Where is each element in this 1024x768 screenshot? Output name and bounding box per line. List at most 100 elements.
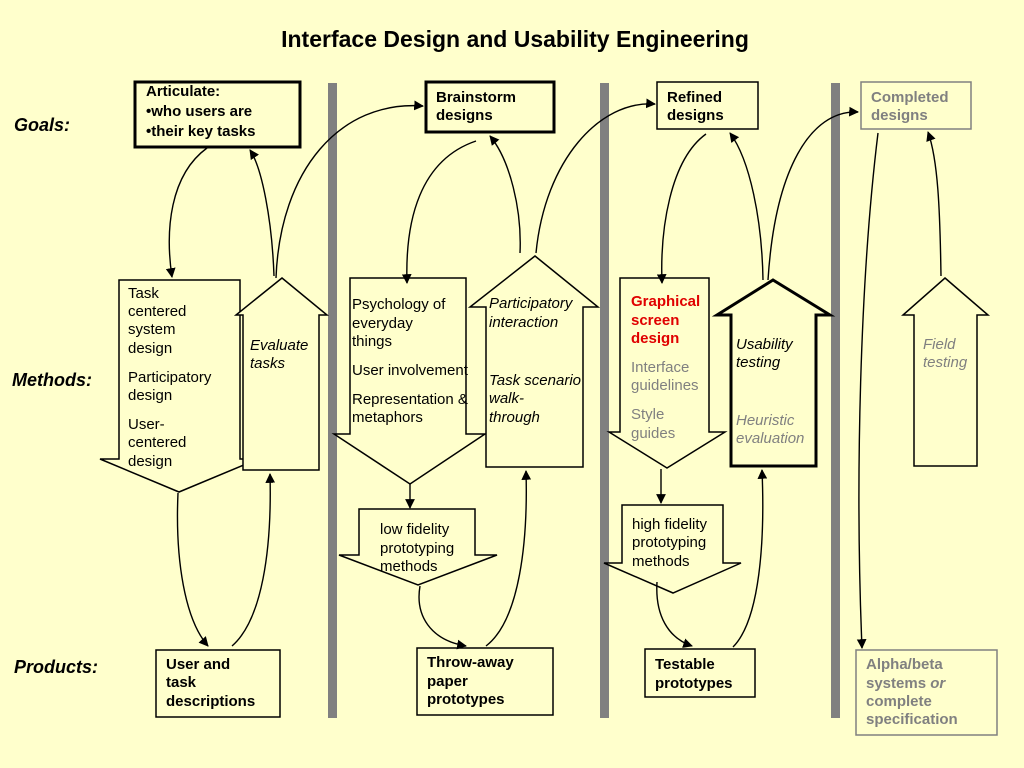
product-alpha-or: or <box>930 675 946 692</box>
connector-usability-to-completed <box>767 106 859 281</box>
method-low-fidelity-line-2: prototyping <box>380 540 454 557</box>
connector-evaluate-to-brainstorm <box>275 100 424 279</box>
method-task-centered-line-2: centered <box>128 303 186 320</box>
method-high-fidelity-arrow: high fidelity prototyping methods <box>603 504 742 594</box>
product-throwaway-line-1: Throw-away <box>427 654 514 671</box>
method-graphical-line-7: guides <box>631 425 675 442</box>
product-alpha-systems: systems <box>866 675 926 692</box>
connector-participatory-to-refined <box>535 98 656 254</box>
method-task-centered-line-8: centered <box>128 434 186 451</box>
product-user-task-line-2: task <box>166 674 197 691</box>
product-testable-box: Testable prototypes <box>644 648 756 698</box>
method-participatory-interaction-arrow: Participatory interaction Task scenario … <box>467 255 601 468</box>
method-low-fidelity-line-1: low fidelity <box>380 521 450 538</box>
method-participatory-line-3: Task scenario <box>489 372 581 389</box>
method-graphical-line-6: Style <box>631 406 664 423</box>
goal-completed-line-2: designs <box>871 107 928 124</box>
method-task-centered-arrow: Task centered system design Participator… <box>99 279 259 493</box>
row-label-methods: Methods: <box>12 370 92 390</box>
method-graphical-line-3: design <box>631 330 679 347</box>
method-evaluate-line-1: Evaluate <box>250 337 308 354</box>
goal-refined-box: Refined designs <box>656 81 759 130</box>
connector-completed-to-alpha <box>856 132 879 649</box>
product-user-task-line-1: User and <box>166 656 230 673</box>
method-psychology-arrow: Psychology of everyday things User invol… <box>331 277 488 485</box>
connector-testable-to-usability <box>732 469 768 648</box>
connector-usability-to-refined <box>729 132 764 281</box>
product-testable-line-2: prototypes <box>655 675 733 692</box>
method-usability-line-3: Heuristic <box>736 412 795 429</box>
method-participatory-line-2: interaction <box>489 314 558 331</box>
connector-throwaway-to-participatory <box>485 470 532 647</box>
goal-refined-line-1: Refined <box>667 89 722 106</box>
goal-refined-line-2: designs <box>667 107 724 124</box>
method-psychology-line-3: things <box>352 333 392 350</box>
method-field-testing-arrow: Field testing <box>901 277 991 467</box>
row-label-goals: Goals: <box>14 115 70 135</box>
row-label-products: Products: <box>14 657 98 677</box>
method-usability-line-4: evaluation <box>736 430 804 447</box>
method-field-line-1: Field <box>923 336 956 353</box>
method-task-centered-line-6: design <box>128 387 172 404</box>
diagram-title: Interface Design and Usability Engineeri… <box>281 26 749 52</box>
method-participatory-line-4: walk- <box>489 390 524 407</box>
method-high-fidelity-line-3: methods <box>632 553 690 570</box>
method-low-fidelity-arrow: low fidelity prototyping methods <box>338 508 498 586</box>
product-user-task-line-3: descriptions <box>166 693 255 710</box>
method-participatory-line-5: through <box>489 409 540 426</box>
method-usability-testing-arrow: Usability testing Heuristic evaluation <box>711 278 836 468</box>
goal-brainstorm-box: Brainstorm designs <box>424 80 556 134</box>
connector-evaluate-to-articulate <box>249 149 275 277</box>
product-throwaway-line-2: paper <box>427 673 468 690</box>
goal-completed-line-1: Completed <box>871 89 949 106</box>
method-task-centered-line-4: design <box>128 340 172 357</box>
product-alpha-line-3: complete <box>866 693 932 710</box>
method-psychology-line-4: User involvement <box>352 362 469 379</box>
connector-task-centered-to-user-task <box>176 492 209 647</box>
goal-articulate-line-3: •their key tasks <box>146 123 255 140</box>
product-alpha-beta-box: Alpha/beta systems or complete specifica… <box>855 649 998 736</box>
method-usability-line-2: testing <box>736 354 781 371</box>
method-task-centered-line-3: system <box>128 321 176 338</box>
method-high-fidelity-line-2: prototyping <box>632 534 706 551</box>
product-alpha-line-4: specification <box>866 711 958 728</box>
method-task-centered-line-9: design <box>128 453 172 470</box>
method-low-fidelity-line-3: methods <box>380 558 438 575</box>
phase-separator-3 <box>831 83 840 718</box>
method-usability-line-1: Usability <box>736 336 794 353</box>
product-testable-line-1: Testable <box>655 656 715 673</box>
method-psychology-line-5: Representation & <box>352 391 468 408</box>
connector-brainstorm-to-psychology <box>401 140 477 284</box>
method-high-fidelity-line-1: high fidelity <box>632 516 708 533</box>
connector-user-task-to-evaluate <box>231 473 276 647</box>
goal-brainstorm-line-2: designs <box>436 107 493 124</box>
goal-articulate-line-1: Articulate: <box>146 83 220 100</box>
goal-brainstorm-line-1: Brainstorm <box>436 89 516 106</box>
method-psychology-line-2: everyday <box>352 315 413 332</box>
connector-field-to-completed <box>926 131 942 277</box>
method-task-centered-line-1: Task <box>128 285 159 302</box>
goal-articulate-box: Articulate: •who users are •their key ta… <box>133 80 302 149</box>
goal-completed-box: Completed designs <box>860 81 972 130</box>
method-graphical-screen-arrow: Graphical screen design Interface guidel… <box>606 277 728 469</box>
phase-separator-2 <box>600 83 609 718</box>
method-field-line-2: testing <box>923 354 968 371</box>
method-task-centered-line-7: User- <box>128 416 165 433</box>
product-alpha-line-1: Alpha/beta <box>866 656 943 673</box>
phase-separator-1 <box>328 83 337 718</box>
connector-participatory-to-brainstorm <box>489 135 521 254</box>
connector-articulate-to-task-centered <box>165 147 208 278</box>
method-graphical-line-1: Graphical <box>631 293 700 310</box>
product-alpha-line-2: systems or <box>866 675 946 692</box>
method-graphical-line-5: guidelines <box>631 377 699 394</box>
connector-low-fidelity-to-throwaway <box>418 585 467 650</box>
product-throwaway-line-3: prototypes <box>427 691 505 708</box>
method-graphical-line-2: screen <box>631 312 679 329</box>
connector-high-fidelity-to-testable <box>656 581 693 648</box>
method-psychology-line-1: Psychology of <box>352 296 446 313</box>
method-task-centered-line-5: Participatory <box>128 369 212 386</box>
method-evaluate-tasks-arrow: Evaluate tasks <box>233 277 330 471</box>
goal-articulate-line-2: •who users are <box>146 103 252 120</box>
product-throwaway-box: Throw-away paper prototypes <box>416 647 554 716</box>
